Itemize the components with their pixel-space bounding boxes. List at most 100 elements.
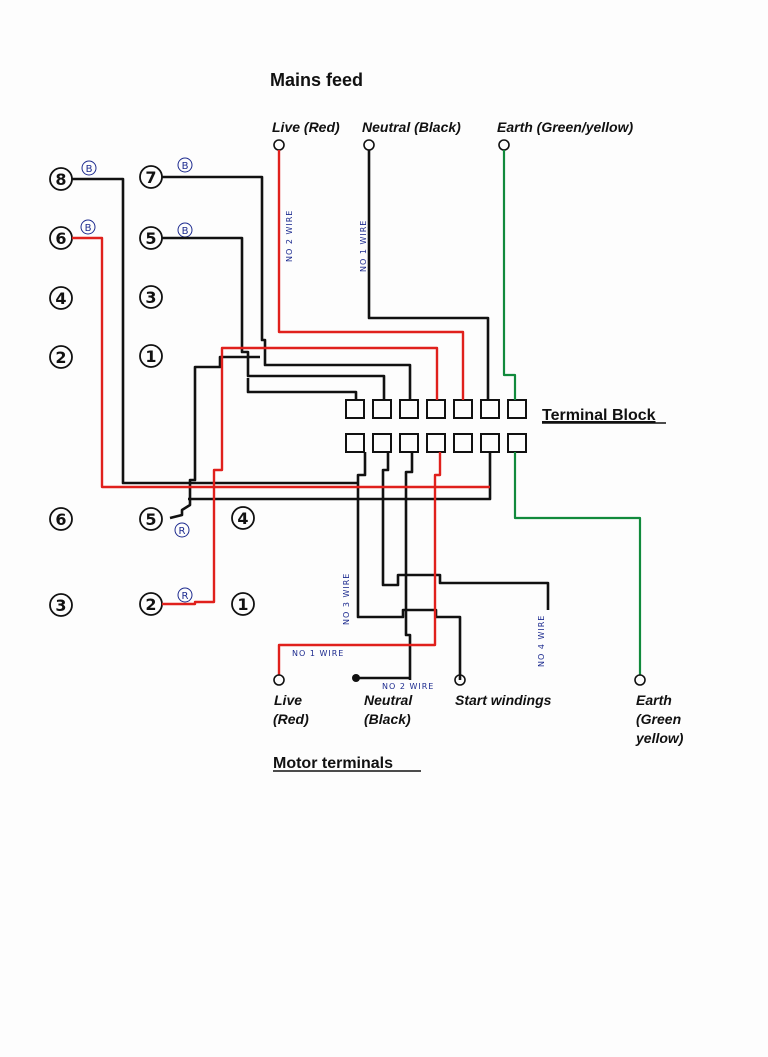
motor-start-label: Start windings (455, 692, 552, 708)
badge-7 (177, 157, 193, 173)
switch-top-2-num: 2 (55, 348, 66, 367)
switch-bottom-5 (139, 507, 163, 531)
wire-switch-2 (162, 357, 224, 606)
switch-top-1-num: 1 (145, 347, 156, 366)
note-no2-wire: NO 2 WIRE (285, 210, 294, 262)
mains-earth-label: Earth (Green/yellow) (497, 119, 633, 135)
switch-top: 8 7 6 5 4 3 2 1 (49, 165, 163, 369)
wire-start-windings-b (381, 452, 550, 610)
wire-neutral-motor (404, 452, 414, 680)
motor-terminals-title: Motor terminals (273, 755, 393, 772)
wire-switch-5b (246, 378, 358, 400)
motor-neutral-terminal (352, 674, 360, 682)
wire-start-windings-a (356, 452, 462, 680)
switch-top-4-num: 4 (55, 289, 66, 308)
terminal-bottom-5 (453, 433, 473, 453)
badge-bottom-5 (174, 522, 190, 538)
badge-8-text: B (86, 164, 93, 175)
badge-5-text: B (182, 226, 189, 237)
switch-bottom-1-num: 1 (237, 595, 248, 614)
terminal-bottom-2 (372, 433, 392, 453)
mains-live-terminal (273, 139, 285, 151)
earth-wires (502, 150, 642, 675)
mains-live-label: Live (Red) (272, 119, 340, 135)
wire-switch-6 (72, 236, 490, 489)
switch-top-6-num: 6 (55, 229, 66, 248)
terminal-bottom-6 (480, 433, 500, 453)
switch-top-3 (139, 285, 163, 309)
badge-7-text: B (182, 161, 189, 172)
motor-live-colour: (Red) (273, 711, 309, 727)
terminal-top-1 (345, 399, 365, 419)
motor-neutral-colour: (Black) (364, 711, 411, 727)
terminal-top-2 (372, 399, 392, 419)
badge-bottom-5-text: R (179, 526, 186, 537)
neutral-wires (72, 150, 550, 680)
switch-top-5-num: 5 (145, 229, 156, 248)
wire-mains-live (277, 150, 465, 400)
motor-earth-colour-2: yellow) (635, 730, 684, 746)
motor-earth-label: Earth (636, 692, 672, 708)
terminal-bottom-1 (345, 433, 365, 453)
switch-bottom-3-num: 3 (55, 596, 66, 615)
switch-bottom-4-num: 4 (237, 509, 248, 528)
wire-live-loop (220, 346, 439, 400)
note-no1-wire-bottom: NO 1 WIRE (292, 649, 344, 658)
wire-switch-8 (72, 177, 358, 485)
switch-bottom-2-num: 2 (145, 595, 156, 614)
wire-mains-earth (502, 150, 517, 400)
mains-feed-title: Mains feed (270, 70, 363, 90)
switch-top-8-num: 8 (55, 170, 66, 189)
wire-motor-earth (513, 452, 642, 675)
terminal-top-3 (399, 399, 419, 419)
switch-top-1 (139, 344, 163, 368)
mains-neutral-label: Neutral (Black) (362, 119, 461, 135)
switch-bottom-3 (49, 593, 73, 617)
note-no2-wire-bottom: NO 2 WIRE (382, 682, 434, 691)
wire-lower-rail (188, 452, 492, 501)
switch-bottom-4 (231, 506, 255, 530)
badges (80, 157, 193, 603)
terminal-block (345, 399, 527, 453)
note-no3-wire: NO 3 WIRE (342, 573, 351, 625)
terminal-bottom-4 (426, 433, 446, 453)
mains-earth-terminal (498, 139, 510, 151)
terminal-bottom-7 (507, 433, 527, 453)
note-no1-wire: NO 1 WIRE (359, 220, 368, 272)
badge-bottom-2-text: R (182, 591, 189, 602)
wire-live-motor (277, 452, 442, 675)
note-no4-wire: NO 4 WIRE (537, 615, 546, 667)
terminal-top-4 (426, 399, 446, 419)
motor-neutral-label: Neutral (364, 692, 413, 708)
motor-live-label: Live (274, 692, 302, 708)
terminal-block-label: Terminal Block (542, 407, 656, 424)
motor-live-terminal (273, 674, 285, 686)
wire-mains-neutral (367, 150, 490, 400)
badge-6 (80, 219, 96, 235)
badge-bottom-2 (177, 587, 193, 603)
wire-loop-5 (169, 355, 260, 520)
badge-8 (81, 160, 97, 176)
terminal-top-7 (507, 399, 527, 419)
live-wires (72, 150, 490, 675)
terminal-top-5 (453, 399, 473, 419)
switch-bottom-6-num: 6 (55, 510, 66, 529)
switch-top-2 (49, 345, 73, 369)
switch-bottom: 6 5 4 3 2 1 (49, 506, 255, 617)
switch-bottom-1 (231, 592, 255, 616)
terminal-bottom-3 (399, 433, 419, 453)
switch-top-3-num: 3 (145, 288, 156, 307)
mains-neutral-terminal (363, 139, 375, 151)
badge-6-text: B (85, 223, 92, 234)
motor-earth-colour-1: (Green (636, 711, 681, 727)
motor-earth-terminal (634, 674, 646, 686)
motor-start-terminal (454, 674, 466, 686)
switch-bottom-5-num: 5 (145, 510, 156, 529)
wire-switch-5 (162, 236, 386, 400)
terminal-top-6 (480, 399, 500, 419)
switch-top-4 (49, 286, 73, 310)
switch-top-7-num: 7 (145, 168, 156, 187)
wire-switch-7 (162, 175, 412, 400)
